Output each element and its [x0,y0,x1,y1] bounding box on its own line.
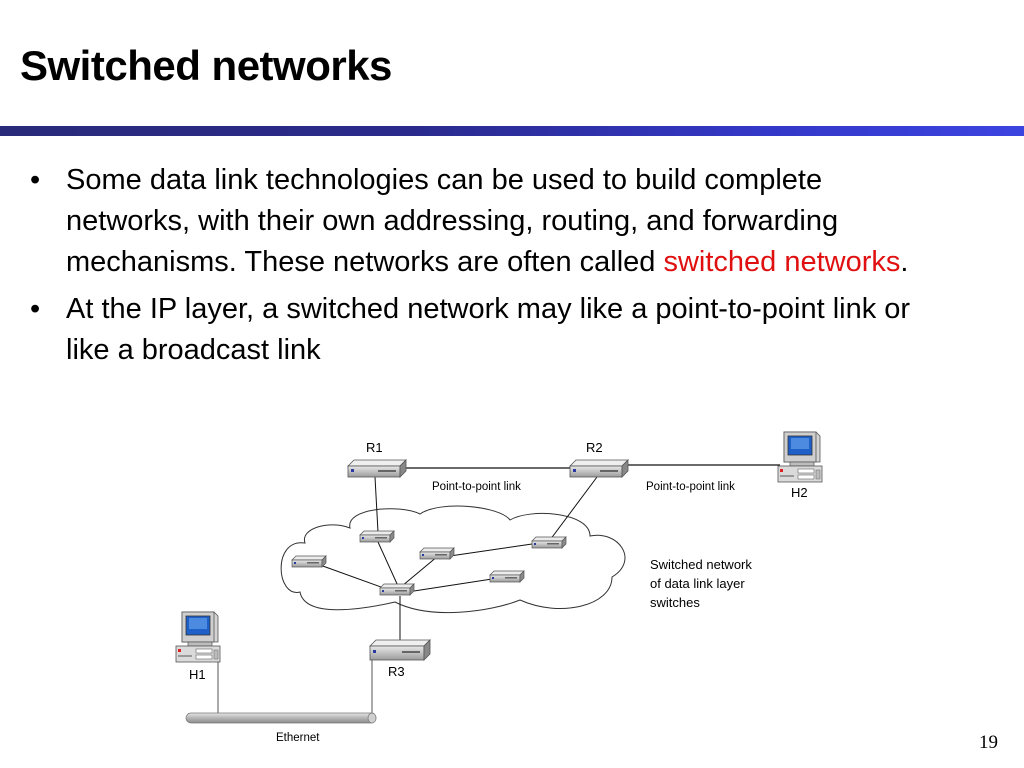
page-number: 19 [979,732,998,753]
link-r1-switch [374,476,379,533]
bullet-marker: • [30,293,41,325]
router-label-r1: R1 [366,440,383,455]
bullet-item: • At the IP layer, a switched network ma… [30,289,930,371]
cloud-caption-line: Switched network [650,557,752,572]
router-label-r3: R3 [388,664,405,679]
bullet-text-end: . [900,246,909,278]
bullet-list: • Some data link technologies can be use… [30,160,930,377]
title-rule [0,126,1024,136]
bullet-marker: • [30,164,41,196]
ethernet-bus [185,712,377,724]
router-icon [569,459,629,478]
switch-icon [291,555,327,568]
switched-network-cloud [280,505,626,614]
bullet-highlight: switched networks [663,246,901,278]
switch-icon [419,547,455,560]
bullet-text: At the IP layer, a switched network may … [66,293,911,366]
link-label-r2-h2: Point-to-point link [646,481,735,493]
switch-icon [379,583,415,596]
link-switch-mesh [449,543,533,557]
computer-icon [175,611,221,663]
bullet-text: Some data link technologies can be used … [66,164,839,278]
switch-icon [531,536,567,549]
cloud-caption-line: of data link layer [650,576,745,591]
switch-icon [359,530,395,543]
host-label-h2: H2 [791,485,808,500]
link-switch-mesh [401,555,439,587]
link-switch-mesh [377,541,399,587]
link-switch-mesh [413,578,493,592]
router-label-r2: R2 [586,440,603,455]
link-label-r1-r2: Point-to-point link [432,481,521,493]
router-icon [347,459,407,478]
cloud-caption-line: switches [650,595,700,610]
link-switch-mesh [319,564,393,592]
link-r2-switch [549,476,598,541]
host-label-h1: H1 [189,667,206,682]
ethernet-label: Ethernet [276,732,320,744]
slide-title: Switched networks [20,42,392,89]
bullet-item: • Some data link technologies can be use… [30,160,930,283]
router-icon [369,639,431,661]
switch-icon [489,570,525,583]
computer-icon [777,431,823,483]
